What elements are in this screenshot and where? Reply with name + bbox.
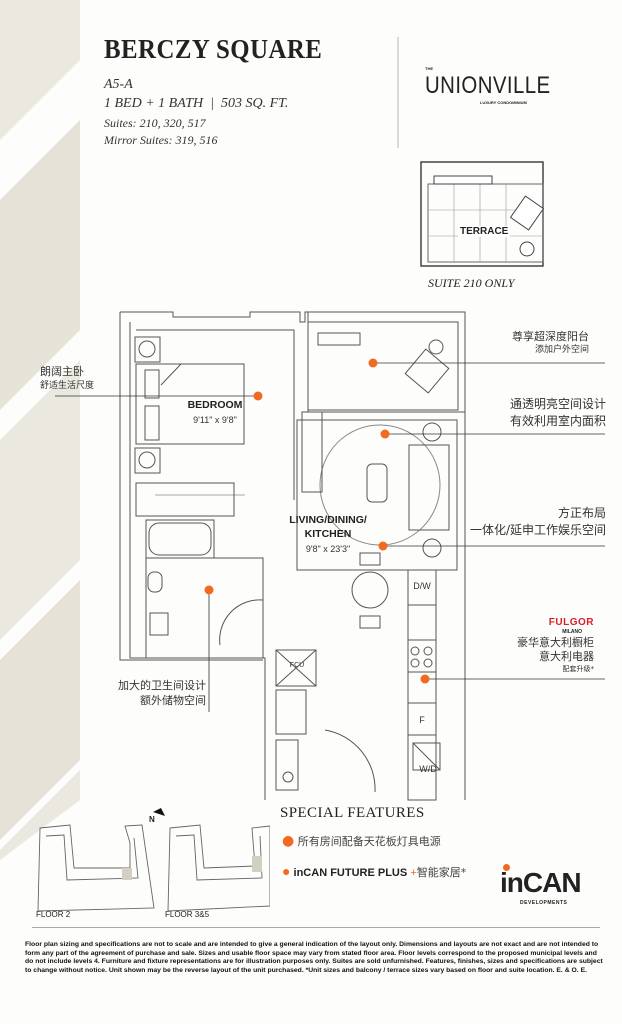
feature-text-cn: 智能家居* [416,866,467,879]
terrace-label: TERRACE [458,226,511,237]
bedroom-label: BEDROOM [187,399,243,411]
annotation-bath: 加大的卫生间设计额外储物空间 [96,678,206,708]
feature-text: 所有房间配备天花板灯具电源 [297,835,441,848]
key-plans [37,808,270,912]
feature-item: ● 所有房间配备天花板灯具电源 [282,832,441,851]
logo-dot [503,864,510,871]
living-label-1: LIVING/DINING/ [289,514,367,526]
annotation-line: 加大的卫生间设计 [118,679,206,692]
annotation-line: 添加户外空间 [534,345,589,355]
incan-logo: inCAN DEVELOPMENTS [500,864,582,907]
disclaimer: Floor plan sizing and specifications are… [25,941,603,974]
annotation-line: 通透明亮空间设计 [509,397,606,411]
project-title: BERCZY SQUARE [104,34,323,64]
annotation-bright: 通透明亮空间设计有效利用室内面积 [510,396,606,430]
milano-text: MILANO [562,629,582,635]
dw-label: D/W [413,581,431,591]
annotation-line: 朗阔主卧 [40,365,84,378]
feature-text: inCAN FUTURE PLUS [293,867,408,879]
bullet-icon: ● [282,833,295,849]
annotation-line: 方正布局 [557,506,606,520]
fridge-label: F [419,715,425,725]
unit-name: A5-A [104,77,133,92]
annotation-bedroom: 朗阔主卧舒适生活尺度 [40,364,94,394]
incan-sub: DEVELOPMENTS [520,900,568,906]
annotation-line: 意大利电器 [539,650,594,663]
feature-plus: + [410,867,417,879]
features-title: SPECIAL FEATURES [280,805,425,821]
annotation-balcony: 尊享超深度阳台添加户外空间 [512,329,589,357]
north-arrow-icon [153,808,165,816]
annotation-line: 额外储物空间 [140,694,206,707]
floor35-label: FLOOR 3&5 [165,910,210,919]
unit-summary: 1 BED + 1 BATH | 503 SQ. FT. [104,96,289,111]
logo-the: THE [425,66,433,71]
layout-text: 1 BED + 1 BATH [104,96,204,111]
feature-item: ● inCAN FUTURE PLUS +智能家居* [282,862,466,882]
north-label: N [149,815,155,824]
divider [32,927,600,928]
mirror-suites: Mirror Suites: 319, 516 [104,133,218,147]
area-text: 503 SQ. FT. [221,96,289,111]
fulgor-logo: FULGOR [548,617,594,628]
logo-tagline: LUXURY CONDOMINIUM [480,100,527,105]
annotation-line: 有效利用室内面积 [509,414,606,428]
terrace-note: SUITE 210 ONLY [428,276,515,290]
bedroom-dim: 9'11" x 9'8" [193,415,237,425]
living-label-2: KITCHEN [304,528,352,540]
annotation-line: 一体化/延申工作娱乐空间 [469,523,606,537]
incan-name: inCAN [500,867,582,898]
wd-label: W/D [419,764,437,774]
terrace-plan [420,161,545,267]
living-dim: 9'8" x 23'3" [305,544,351,554]
suites: Suites: 210, 320, 517 [104,116,206,130]
logo-name: UNIONVILLE [425,72,551,99]
living-label: LIVING/DINING/KITCHEN [278,513,378,541]
annotation-layout: 方正布局一体化/延申工作娱乐空间 [470,505,606,539]
fcu-label: FCU [289,662,305,669]
unionville-logo: THE UNIONVILLE LUXURY CONDOMINIUM [425,66,573,106]
annotation-line: 尊享超深度阳台 [512,330,589,343]
feature-dots [204,358,430,684]
bullet-icon: ● [282,863,291,879]
annotation-line: 豪华意大利橱柜 [517,636,594,649]
annotation-line: 配套升级* [562,665,595,673]
floor2-label: FLOOR 2 [36,910,71,919]
annotation-line: 舒适生活尺度 [40,381,95,391]
annotation-kitchen: FULGOR MILANO 豪华意大利橱柜 意大利电器 配套升级* [517,616,594,674]
